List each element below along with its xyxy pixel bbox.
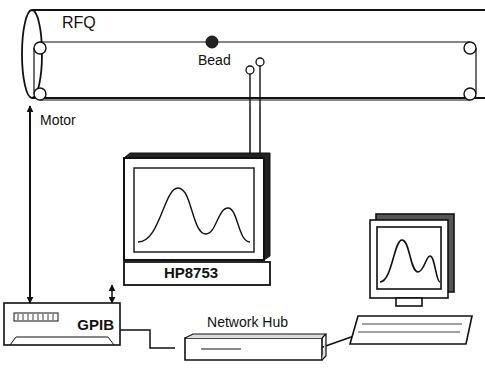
node-label: GPIB — [77, 316, 114, 333]
monitor-stand — [396, 298, 422, 306]
connector — [249, 106, 251, 158]
connector — [259, 106, 261, 158]
connector — [120, 330, 175, 348]
node-label: Network Hub — [175, 314, 320, 330]
computer-monitor — [370, 220, 448, 298]
node-label: HP8753 — [118, 264, 264, 281]
screen-curve — [380, 240, 440, 282]
network-hub: Network Hub — [175, 314, 332, 362]
keyboard-keys — [358, 332, 460, 333]
part-label: Bead — [196, 52, 233, 68]
edge-label: Motor — [38, 112, 78, 128]
network-analyzer: HP8753 — [118, 158, 276, 285]
keyboard-keys — [362, 324, 462, 325]
computer-screen — [377, 227, 441, 289]
connector — [29, 106, 31, 303]
node-label: RFQ — [62, 14, 96, 32]
connector — [111, 285, 113, 303]
rfq-tube: RFQ — [20, 6, 485, 106]
keyboard — [350, 316, 472, 344]
gpib-box: GPIB — [4, 303, 120, 345]
